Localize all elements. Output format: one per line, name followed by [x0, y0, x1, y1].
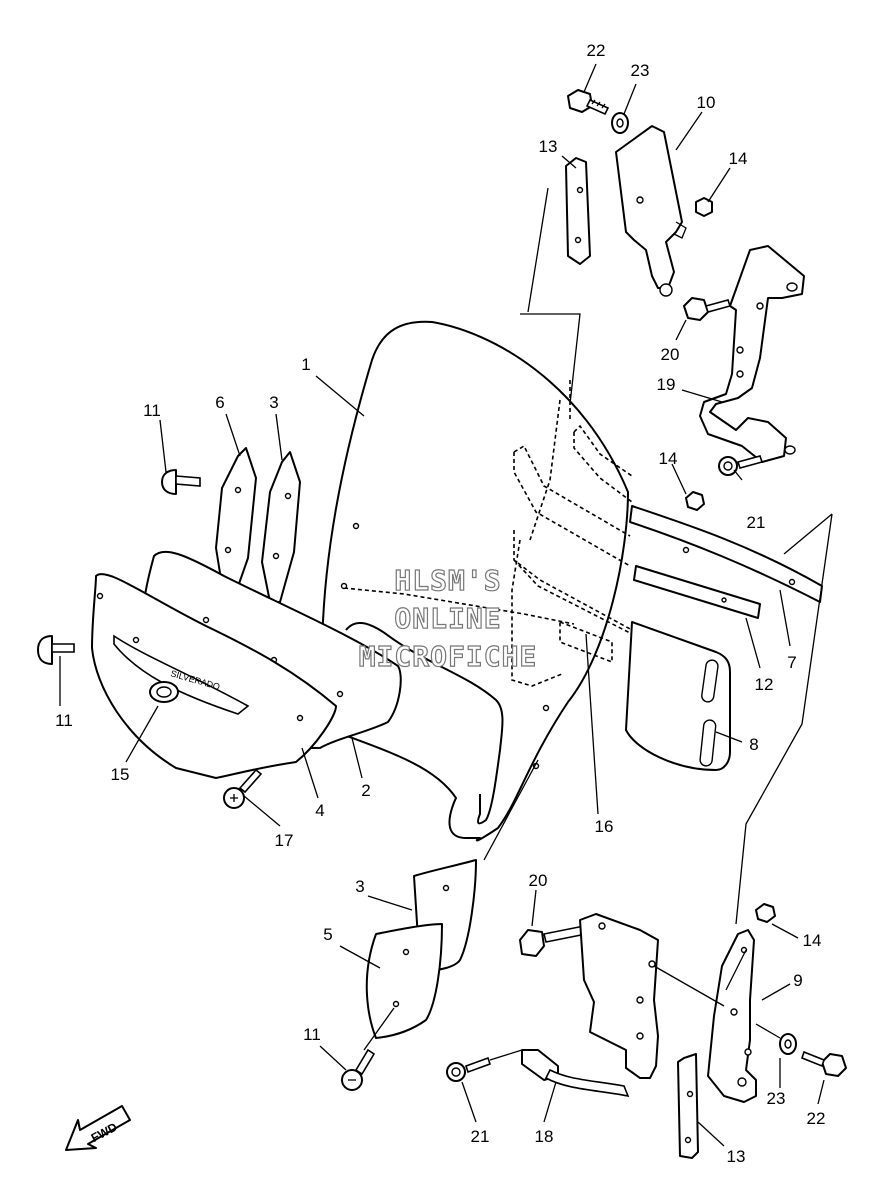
bolt-20-upper	[683, 297, 732, 321]
bolt-22-top	[567, 89, 610, 116]
callout-9: 9	[793, 971, 802, 990]
callout-3-lower: 3	[355, 877, 364, 896]
plate-3-upper	[261, 451, 301, 603]
bolt-22-lower	[801, 1050, 847, 1077]
watermark-line-1: HLSM'S	[394, 564, 501, 597]
callout-18: 18	[535, 1127, 554, 1146]
callout-11-upper: 11	[143, 401, 161, 420]
fwd-arrow-icon: FWD	[65, 1105, 131, 1151]
callout-13-top: 13	[539, 137, 558, 156]
bracket-19	[699, 245, 805, 463]
callout-17: 17	[275, 831, 294, 850]
callout-13-lower: 13	[727, 1147, 746, 1166]
bolt-21-upper	[718, 455, 764, 476]
bracket-9	[707, 929, 757, 1103]
nut-14-lower	[755, 903, 776, 923]
callout-8: 8	[749, 735, 758, 754]
callout-20-lower: 20	[529, 871, 548, 890]
watermark: HLSM'S ONLINE MICROFICHE	[358, 563, 538, 673]
screw-11-upper	[161, 469, 201, 495]
callout-14-middle: 14	[659, 449, 678, 468]
plate-13-top	[565, 157, 591, 265]
callout-5: 5	[323, 925, 332, 944]
callout-21-lower: 21	[471, 1127, 490, 1146]
callout-14-lower: 14	[803, 931, 822, 950]
callout-21-upper: 21	[747, 513, 766, 532]
bracket-10	[615, 125, 687, 297]
bolt-20-lower	[519, 925, 587, 957]
callout-7: 7	[787, 653, 796, 672]
strip-12	[633, 565, 761, 619]
plate-13-lower	[677, 1053, 699, 1159]
callout-3-upper: 3	[269, 393, 278, 412]
callout-16: 16	[595, 817, 614, 836]
callout-12: 12	[755, 675, 774, 694]
screw-11-middle	[37, 635, 75, 665]
callout-6: 6	[215, 393, 224, 412]
nut-14-top	[695, 197, 713, 217]
callout-11-lower: 11	[303, 1025, 321, 1044]
callout-1: 1	[301, 355, 310, 374]
callout-14-top: 14	[729, 149, 748, 168]
screw-11-lower	[341, 1048, 376, 1091]
callout-11-middle: 11	[55, 711, 73, 730]
washer-23-lower	[779, 1033, 797, 1055]
windshield-lower-panel	[345, 622, 504, 825]
callout-23-lower: 23	[767, 1089, 786, 1108]
callout-4: 4	[315, 801, 324, 820]
callout-20-upper: 20	[661, 345, 680, 364]
nut-14-middle	[685, 491, 705, 511]
callout-10: 10	[697, 93, 716, 112]
watermark-line-2: ONLINE	[394, 602, 501, 635]
callout-22-top: 22	[587, 41, 606, 60]
plate-8	[625, 621, 731, 771]
screw-17	[223, 768, 263, 809]
callout-15: 15	[111, 765, 130, 784]
bracket-18	[521, 913, 659, 1098]
callout-19: 19	[657, 375, 676, 394]
callout-23-top: 23	[631, 61, 650, 80]
washer-23-top	[611, 112, 629, 134]
bolt-21-lower	[446, 1056, 492, 1082]
watermark-line-3: MICROFICHE	[359, 640, 538, 673]
plate-5	[365, 923, 443, 1039]
visor-4	[91, 573, 337, 779]
callout-2: 2	[361, 781, 370, 800]
callout-22-lower: 22	[807, 1109, 826, 1128]
